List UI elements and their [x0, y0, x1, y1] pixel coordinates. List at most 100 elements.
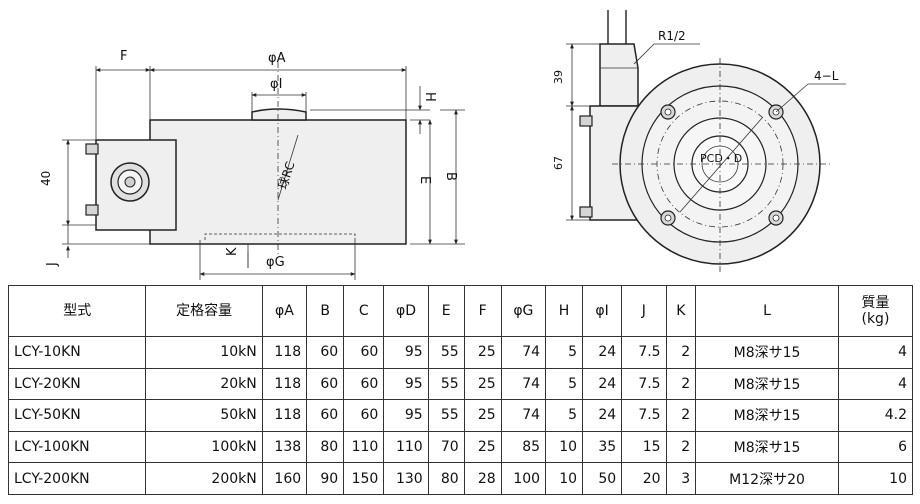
table-cell: 100: [500, 462, 547, 495]
table-cell: 80: [306, 430, 345, 464]
table-cell: 10: [545, 462, 584, 495]
header-J: J: [621, 285, 667, 337]
header-phiD: φD: [383, 285, 429, 337]
header-F: F: [463, 285, 502, 337]
dim-label-J: J: [45, 262, 60, 267]
table-cell: 55: [427, 367, 465, 401]
table-cell: 4: [837, 367, 914, 401]
table-cell: 118: [261, 336, 308, 369]
table-cell: 110: [343, 430, 385, 464]
header-K: K: [665, 285, 697, 337]
table-cell: 3: [665, 462, 697, 495]
header-C: C: [343, 285, 385, 337]
table-cell: M12深サ20: [695, 462, 839, 495]
table-cell: 5: [545, 399, 584, 432]
table-cell: 60: [306, 399, 345, 432]
table-cell: 20kN: [145, 367, 263, 401]
dim-label-phiG: φG: [266, 255, 285, 270]
table-cell: 5: [545, 336, 584, 369]
table-cell: 28: [463, 462, 502, 495]
table-cell: 4.2: [837, 399, 914, 432]
header-mass: 質量 (kg): [837, 285, 914, 337]
table-cell: 60: [306, 367, 345, 401]
table-cell: 15: [621, 430, 667, 464]
header-phiI: φI: [582, 285, 623, 337]
table-cell: 24: [582, 399, 623, 432]
dim-label-K: K: [225, 247, 240, 256]
table-cell: 2: [665, 430, 697, 464]
table-cell: 95: [383, 367, 429, 401]
table-cell: 2: [665, 399, 697, 432]
table-cell: LCY-50KN: [7, 399, 147, 432]
table-cell: M8深サ15: [695, 430, 839, 464]
cable-gland: [599, 43, 639, 107]
dim-label-F: F: [120, 49, 127, 64]
technical-drawing: F φA φI H 球RC E B 40: [39, 10, 846, 280]
table-cell: 130: [383, 462, 429, 495]
dim-label-phiI: φI: [270, 77, 282, 92]
table-cell: 118: [261, 399, 308, 432]
table-cell: 2: [665, 367, 697, 401]
dim-label-4L: 4−L: [814, 69, 839, 83]
table-cell: 100kN: [145, 430, 263, 464]
table-cell: 10: [545, 430, 584, 464]
header-phiA: φA: [261, 285, 308, 337]
front-view: PCD・D R1/2 4−L 39 67: [552, 10, 846, 272]
table-cell: LCY-100KN: [7, 430, 147, 464]
table-cell: 74: [500, 367, 547, 401]
table-cell: 80: [427, 462, 465, 495]
dim-label-r12: R1/2: [658, 29, 686, 43]
table-cell: LCY-10KN: [7, 336, 147, 369]
table-cell: 35: [582, 430, 623, 464]
table-cell: LCY-20KN: [7, 367, 147, 401]
dim-label-phiA: φA: [268, 51, 286, 66]
table-cell: 10kN: [145, 336, 263, 369]
header-phiG: φG: [500, 285, 547, 337]
table-cell: 7.5: [621, 336, 667, 369]
table-cell: 55: [427, 399, 465, 432]
table-cell: 74: [500, 399, 547, 432]
bolt-hole: [660, 104, 676, 120]
side-view: F φA φI H 球RC E B 40: [39, 49, 465, 280]
table-cell: 150: [343, 462, 385, 495]
table-cell: 25: [463, 336, 502, 369]
table-cell: 95: [383, 399, 429, 432]
table-header-row: 型式 定格容量 φA B C φD E F φG H φI J K L 質量 (…: [7, 285, 914, 337]
table-cell: 55: [427, 336, 465, 369]
table-cell: 5: [545, 367, 584, 401]
table-cell: 200kN: [145, 462, 263, 495]
table-cell: 50: [582, 462, 623, 495]
table-cell: 118: [261, 367, 308, 401]
table-cell: 2: [665, 336, 697, 369]
table-cell: 6: [837, 430, 914, 464]
table-cell: 7.5: [621, 367, 667, 401]
table-cell: M8深サ15: [695, 399, 839, 432]
header-H: H: [545, 285, 584, 337]
dim-label-67: 67: [552, 156, 565, 170]
table-cell: 60: [306, 336, 345, 369]
table-cell: 138: [261, 430, 308, 464]
table-cell: 60: [343, 367, 385, 401]
screw: [85, 204, 99, 216]
table-cell: 60: [343, 336, 385, 369]
table-cell: 4: [837, 336, 914, 369]
spec-table: 型式 定格容量 φA B C φD E F φG H φI J K L 質量 (…: [7, 285, 914, 495]
table-cell: 85: [500, 430, 547, 464]
dim-label-H: H: [422, 92, 437, 102]
table-cell: 25: [463, 367, 502, 401]
header-E: E: [427, 285, 465, 337]
header-B: B: [306, 285, 345, 337]
table-cell: 60: [343, 399, 385, 432]
table-cell: M8深サ15: [695, 336, 839, 369]
bolt-hole: [768, 210, 784, 226]
dim-label-E: E: [417, 176, 432, 184]
table-cell: LCY-200KN: [7, 462, 147, 495]
dim-label-39: 39: [552, 70, 565, 84]
table-cell: 24: [582, 367, 623, 401]
table-cell: 160: [261, 462, 308, 495]
table-cell: 20: [621, 462, 667, 495]
